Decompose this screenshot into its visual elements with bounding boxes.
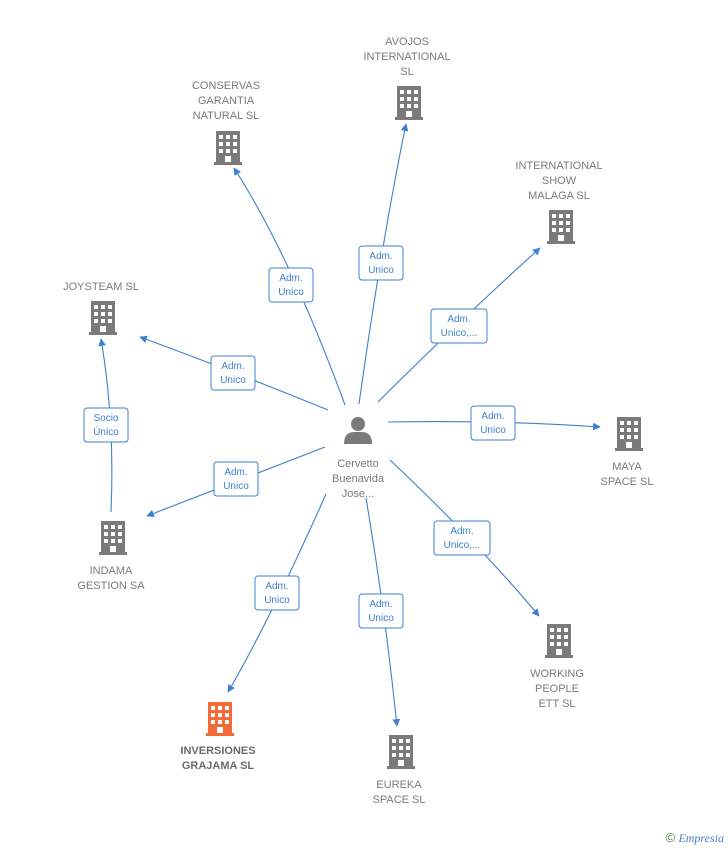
building-icon bbox=[214, 131, 242, 165]
relation-label-text: Unico bbox=[278, 287, 304, 298]
relation-label-avojos[interactable]: Adm. Unico bbox=[358, 245, 404, 281]
company-node-maya[interactable]: MAYA SPACE SL bbox=[601, 417, 654, 488]
relation-label-box bbox=[358, 593, 404, 629]
relation-label-box bbox=[433, 520, 491, 556]
building-icon bbox=[615, 417, 643, 451]
node-label-line: SPACE SL bbox=[601, 476, 654, 488]
building-icon bbox=[545, 624, 573, 658]
relation-label-text: Socio bbox=[93, 413, 118, 424]
node-label-line: MAYA bbox=[612, 461, 642, 473]
relation-label-text: Unico bbox=[223, 481, 249, 492]
relation-label-text: Adm. bbox=[450, 526, 473, 537]
relation-label-box bbox=[210, 355, 256, 391]
building-icon bbox=[395, 86, 423, 120]
person-node[interactable]: CervettoBuenavidaJose... bbox=[332, 417, 385, 500]
node-label-line: CONSERVAS bbox=[192, 80, 260, 92]
relation-label-text: Unico bbox=[264, 595, 290, 606]
node-label-line: SPACE SL bbox=[373, 794, 426, 806]
relation-label-text: Adm. bbox=[221, 361, 244, 372]
relation-label-international-show[interactable]: Adm. Unico,... bbox=[430, 308, 488, 344]
node-label-line: GRAJAMA SL bbox=[182, 760, 255, 772]
relation-label-box bbox=[470, 405, 516, 441]
relation-label-working-people[interactable]: Adm. Unico,... bbox=[433, 520, 491, 556]
node-label-line: INTERNATIONAL bbox=[363, 51, 450, 63]
node-label-line: GARANTIA bbox=[198, 95, 255, 107]
company-node-conservas[interactable]: CONSERVAS GARANTIA NATURAL SL bbox=[192, 80, 260, 165]
relation-label-maya[interactable]: Adm. Unico bbox=[470, 405, 516, 441]
relation-label-text: Unico,... bbox=[441, 328, 478, 339]
node-label-line: Jose... bbox=[342, 488, 374, 500]
building-icon bbox=[89, 301, 117, 335]
relation-label-text: Unico bbox=[480, 425, 506, 436]
relation-label-text: Unico bbox=[220, 375, 246, 386]
node-label-line: WORKING bbox=[530, 668, 584, 680]
relation-label-text: Adm. bbox=[279, 273, 302, 284]
node-label-line: NATURAL SL bbox=[193, 110, 260, 122]
relation-label-text: Adm. bbox=[481, 411, 504, 422]
relation-label-box bbox=[213, 461, 259, 497]
company-node-inversiones[interactable]: INVERSIONES GRAJAMA SL bbox=[180, 702, 256, 772]
relation-label-box bbox=[358, 245, 404, 281]
relation-label-inversiones[interactable]: Adm. Unico bbox=[254, 575, 300, 611]
footer-brand: © Empresia bbox=[666, 830, 725, 846]
relation-label-eureka[interactable]: Adm. Unico bbox=[358, 593, 404, 629]
relation-label-text: Unico,... bbox=[444, 540, 481, 551]
relation-label-box bbox=[83, 407, 129, 443]
relation-label-text: Adm. bbox=[265, 581, 288, 592]
relation-label-box bbox=[268, 267, 314, 303]
node-label-line: INTERNATIONAL bbox=[515, 160, 602, 172]
node-label-line: Buenavida bbox=[332, 473, 385, 485]
building-icon bbox=[547, 210, 575, 244]
node-label-line: AVOJOS bbox=[385, 36, 429, 48]
relation-label-conservas[interactable]: Adm. Unico bbox=[268, 267, 314, 303]
relation-label-text: Adm. bbox=[224, 467, 247, 478]
company-node-joysteam[interactable]: JOYSTEAM SL bbox=[63, 281, 139, 335]
company-node-avojos[interactable]: AVOJOS INTERNATIONAL SL bbox=[363, 36, 451, 120]
building-icon bbox=[387, 735, 415, 769]
node-label-line: ETT SL bbox=[538, 698, 575, 710]
node-label-line: INVERSIONES bbox=[180, 745, 255, 757]
relation-label-text: Adm. bbox=[447, 314, 470, 325]
relation-label-text: Adm. bbox=[369, 251, 392, 262]
building-icon bbox=[206, 702, 234, 736]
relation-label-text: Único bbox=[93, 425, 119, 438]
person-icon bbox=[344, 417, 372, 444]
node-label-line: PEOPLE bbox=[535, 683, 579, 695]
building-icon bbox=[99, 521, 127, 555]
node-label-line: SL bbox=[400, 66, 413, 78]
relation-label-indama[interactable]: Adm. Unico bbox=[213, 461, 259, 497]
company-node-working-people[interactable]: WORKING PEOPLE ETT SL bbox=[530, 624, 584, 710]
node-label-line: EUREKA bbox=[376, 779, 422, 791]
node-label-line: Cervetto bbox=[337, 458, 379, 470]
company-node-international-show[interactable]: INTERNATIONAL SHOW MALAGA SL bbox=[515, 160, 603, 244]
relation-label-text: Unico bbox=[368, 265, 394, 276]
node-label-line: MALAGA SL bbox=[528, 190, 590, 202]
node-label-line: JOYSTEAM SL bbox=[63, 281, 139, 293]
relation-label-joysteam[interactable]: Adm. Unico bbox=[210, 355, 256, 391]
company-node-eureka[interactable]: EUREKA SPACE SL bbox=[373, 735, 426, 806]
relation-label-box bbox=[254, 575, 300, 611]
node-label-line: INDAMA bbox=[90, 565, 133, 577]
relation-label-text: Adm. bbox=[369, 599, 392, 610]
company-node-indama[interactable]: INDAMA GESTION SA bbox=[77, 521, 145, 592]
brand-name: Empresia bbox=[678, 831, 724, 845]
relation-label-text: Unico bbox=[368, 613, 394, 624]
node-label-line: SHOW bbox=[542, 175, 577, 187]
copyright-icon: © bbox=[665, 830, 676, 845]
node-label-line: GESTION SA bbox=[77, 580, 145, 592]
relation-label-box bbox=[430, 308, 488, 344]
